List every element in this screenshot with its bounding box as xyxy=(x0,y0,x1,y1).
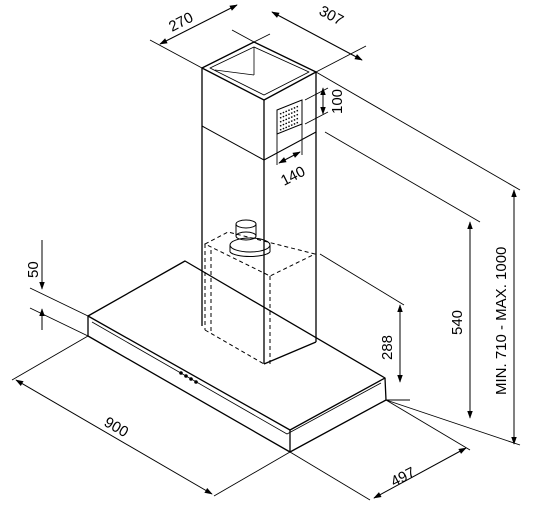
hood-canopy xyxy=(87,260,387,453)
dimline-270 xyxy=(159,4,238,45)
label-min-max: MIN. 710 - MAX. 1000 xyxy=(493,247,510,395)
dimline-900 xyxy=(15,379,213,495)
dimline-307 xyxy=(271,11,363,61)
dimline-497 xyxy=(373,447,467,499)
chimney xyxy=(201,41,317,365)
label-288: 288 xyxy=(379,335,396,360)
label-497: 497 xyxy=(388,464,418,491)
label-140: 140 xyxy=(278,163,308,190)
dimline-140 xyxy=(278,151,301,164)
label-900: 900 xyxy=(101,414,131,441)
hidden-motor xyxy=(203,231,317,365)
fan-housing xyxy=(229,219,271,257)
label-270: 270 xyxy=(166,9,196,36)
chimney-inner xyxy=(214,47,255,76)
extension-lines xyxy=(11,29,521,501)
label-100: 100 xyxy=(329,89,346,114)
label-307: 307 xyxy=(316,3,346,30)
label-540: 540 xyxy=(449,310,466,335)
label-50: 50 xyxy=(25,261,42,278)
dimension-lines xyxy=(15,4,517,499)
vent-grille xyxy=(276,99,303,135)
